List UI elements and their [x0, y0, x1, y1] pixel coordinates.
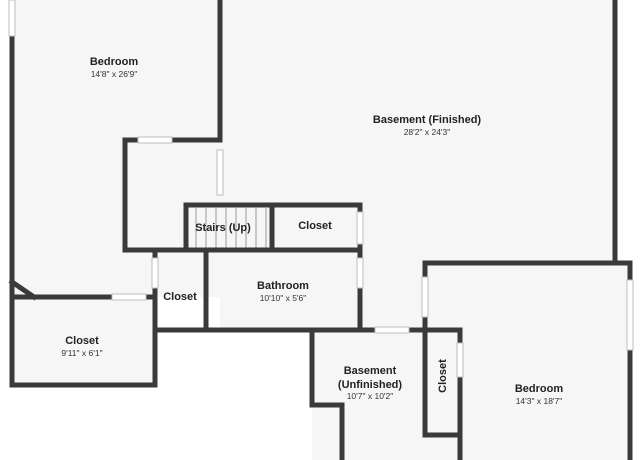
- basement-unfinished-name-line2: (Unfinished): [338, 379, 402, 391]
- bedroom-left-name: Bedroom: [90, 56, 139, 68]
- openings: [8, 0, 634, 378]
- basement-finished-dims: 28'2" x 24'3": [404, 127, 451, 137]
- door-bedroom-left-top: [137, 136, 173, 144]
- floor-bedroom-right: [425, 263, 630, 460]
- door-closet-left: [111, 293, 147, 301]
- bedroom-right-dims: 14'3" x 18'7": [516, 396, 563, 406]
- door-unfinished: [374, 326, 410, 334]
- floor-closet-left: [12, 297, 155, 385]
- closet-vertical-name: Closet: [437, 359, 449, 393]
- bathroom-dims: 10'10" x 5'6": [260, 293, 307, 303]
- basement-finished-name: Basement (Finished): [373, 114, 482, 126]
- door-closet-small: [151, 257, 159, 289]
- door-bedroom-right: [421, 276, 429, 318]
- closet-small-name: Closet: [163, 291, 197, 303]
- basement-unfinished-name-line1: Basement: [344, 365, 397, 377]
- basement-unfinished-dims: 10'7" x 10'2": [347, 391, 394, 401]
- stairs-treads: [195, 208, 267, 248]
- floor-basement-unfinished: [312, 330, 427, 460]
- closet-left-dims: 9'11" x 6'1": [61, 348, 102, 358]
- door-stairs: [216, 149, 224, 196]
- window-bedroom-right: [626, 279, 634, 351]
- closet-center-name: Closet: [298, 220, 332, 232]
- door-bathroom: [356, 257, 364, 289]
- window-left-top: [8, 0, 16, 37]
- door-closet-center: [356, 211, 364, 245]
- stairs-name: Stairs (Up): [195, 222, 251, 234]
- door-closet-vertical: [456, 342, 464, 378]
- bathroom-name: Bathroom: [257, 280, 309, 292]
- room-labels: Bedroom 14'8" x 26'9" Basement (Finished…: [61, 56, 563, 406]
- bedroom-left-dims: 14'8" x 26'9": [91, 69, 138, 79]
- closet-left-name: Closet: [65, 335, 99, 347]
- bedroom-right-name: Bedroom: [515, 383, 564, 395]
